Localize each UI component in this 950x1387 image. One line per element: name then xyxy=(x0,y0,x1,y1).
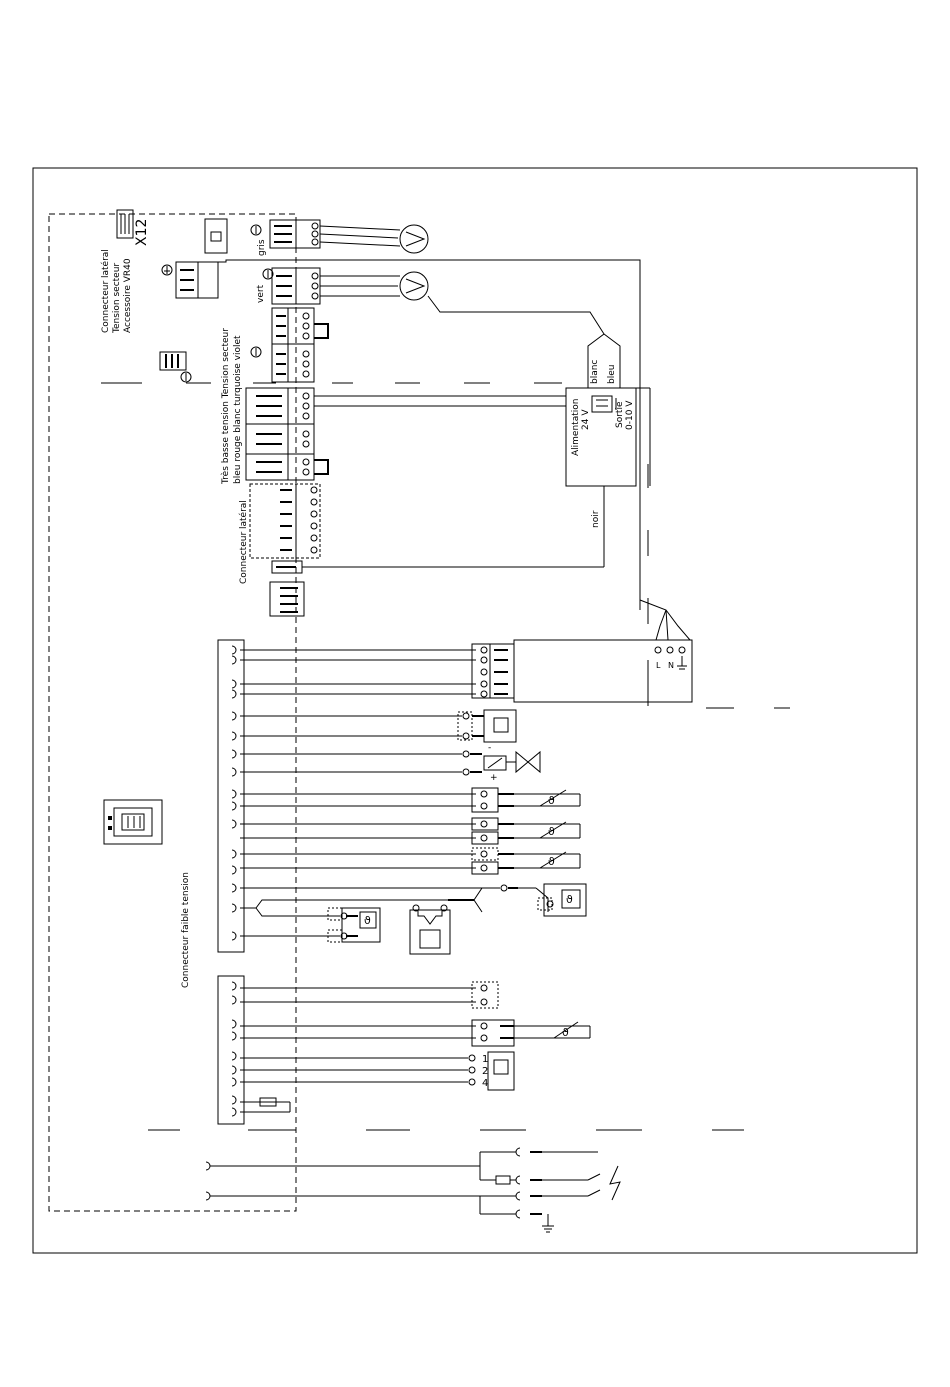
wire-label-blanc: blanc xyxy=(590,360,600,384)
ntc-sensor-1: ϑ xyxy=(240,788,580,812)
signal-terminal-1: 1 xyxy=(482,1054,488,1065)
pump-connector-vert: vert xyxy=(256,268,400,304)
wire-label-noir: noir xyxy=(591,510,601,528)
x12-title-line2: Tension secteur xyxy=(112,263,122,334)
ntc-sensor-2: ϑ xyxy=(240,818,580,844)
valve-plus: + xyxy=(490,773,498,783)
pump-connector-gris: gris xyxy=(251,220,400,256)
valve-minus: - xyxy=(488,743,491,753)
module-power-value: 24 V xyxy=(581,409,591,430)
main-board: L N xyxy=(472,640,692,702)
mains-title-line2: bleu rouge blanc turquoise violet xyxy=(233,335,243,484)
mains-title-line1: Très basse tension Tension secteur xyxy=(220,328,231,485)
mains-terminal-block xyxy=(251,308,328,382)
main-board-box xyxy=(514,640,692,702)
wire-label-vert: vert xyxy=(256,284,266,303)
room-thermostat xyxy=(240,710,516,742)
control-module: Alimentation 24 V Sortie 0-10 V blanc bl… xyxy=(566,360,650,567)
terminal-L: L xyxy=(656,661,661,670)
x12-label: X12 xyxy=(134,219,150,246)
board-wires xyxy=(240,650,476,694)
module-output-value: 0-10 V xyxy=(625,400,635,430)
lightning-icon xyxy=(610,1166,620,1200)
x12-title-line3: Accessoire VR40 xyxy=(123,258,133,333)
low-voltage-connector-upper xyxy=(218,640,244,952)
lower-sensors: ϑ 1 2 4 xyxy=(240,982,590,1112)
wire-label-bleu: bleu xyxy=(607,365,617,384)
terminal-N: N xyxy=(668,661,674,670)
thermostat-symbol-1: ϑ xyxy=(364,914,371,927)
ntc-sensor-3: ϑ xyxy=(240,848,580,874)
switch-block xyxy=(205,219,227,253)
diagram-frame xyxy=(33,168,917,1253)
connector-x12: X12 Connecteur latéral Tension secteur A… xyxy=(100,210,150,334)
signal-terminal-2: 2 xyxy=(482,1066,488,1077)
thermostat-symbol-2: ϑ xyxy=(566,893,573,906)
low-voltage-label: Connecteur faible tension xyxy=(181,872,191,988)
thermostat-sensors: ϑ ϑ xyxy=(240,884,586,954)
low-voltage-terminal-block xyxy=(246,388,566,480)
motorised-valve: - + xyxy=(240,743,540,783)
side-connector-label: Connecteur latéral xyxy=(238,500,249,584)
module-power-label: Alimentation xyxy=(571,399,581,456)
side-connector: Connecteur latéral xyxy=(238,484,604,616)
earth-connector-middle xyxy=(160,352,191,382)
x12-title-line1: Connecteur latéral xyxy=(100,249,111,333)
mains-input xyxy=(206,1148,620,1232)
module-output-label: Sortie xyxy=(615,401,625,428)
wire-label-gris: gris xyxy=(257,239,267,256)
signal-terminal-4: 4 xyxy=(482,1078,488,1089)
bus-socket xyxy=(104,800,162,844)
